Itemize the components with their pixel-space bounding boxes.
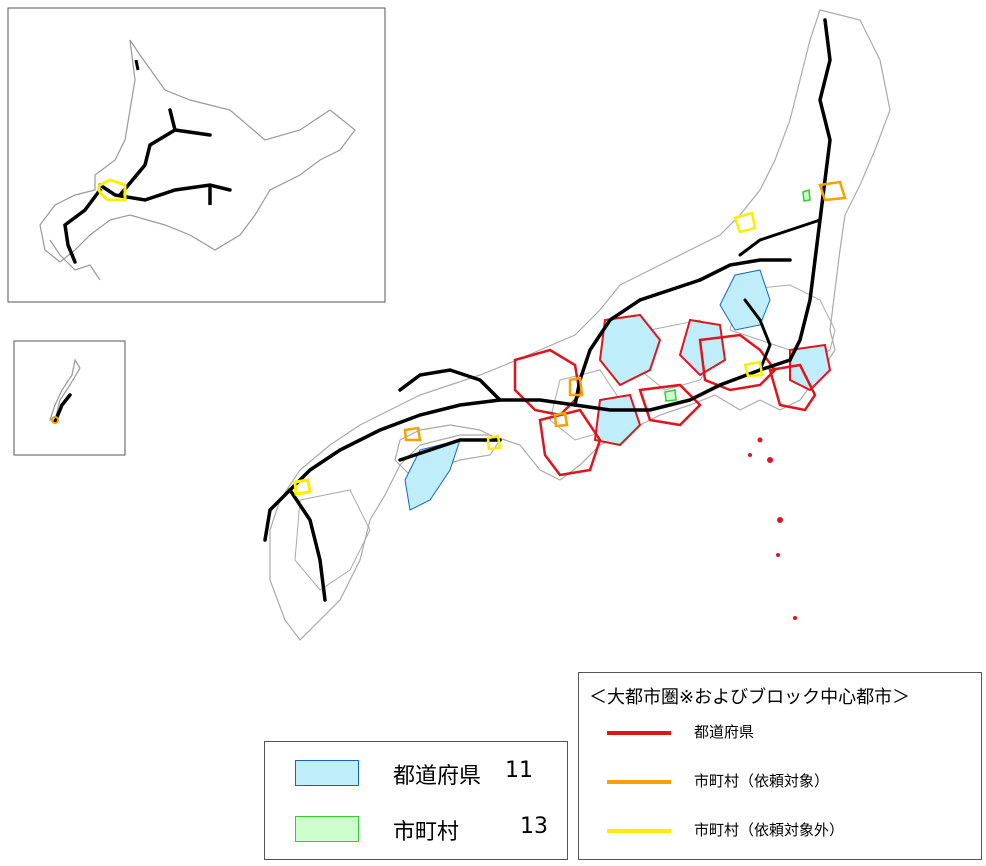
red-line-swatch <box>607 731 671 735</box>
yellow-line-swatch <box>607 829 671 833</box>
legend-area-count: 11 <box>505 758 533 783</box>
okinawa-inset-map <box>13 340 126 456</box>
legend-areas: 都道府県 11 市町村 13 <box>264 741 568 860</box>
legend-area-count: 13 <box>520 814 548 839</box>
legend-lines: ＜大都市圏※およびブロック中心都市＞ 都道府県 市町村（依頼対象） 市町村（依頼… <box>578 672 982 860</box>
legend-area-label: 市町村 <box>393 820 460 845</box>
municipality-fill-swatch <box>295 816 359 842</box>
hokkaido-inset-map <box>7 7 386 303</box>
legend-area-label: 都道府県 <box>393 764 482 789</box>
legend-line-label: 市町村（依頼対象） <box>694 772 830 790</box>
legend-lines-title: ＜大都市圏※およびブロック中心都市＞ <box>589 687 911 708</box>
legend-line-label: 都道府県 <box>694 723 755 741</box>
orange-line-swatch <box>607 780 671 784</box>
japan-main-map <box>263 9 891 641</box>
legend-line-label: 市町村（依頼対象外） <box>694 821 845 839</box>
prefecture-fill-swatch <box>295 760 359 786</box>
